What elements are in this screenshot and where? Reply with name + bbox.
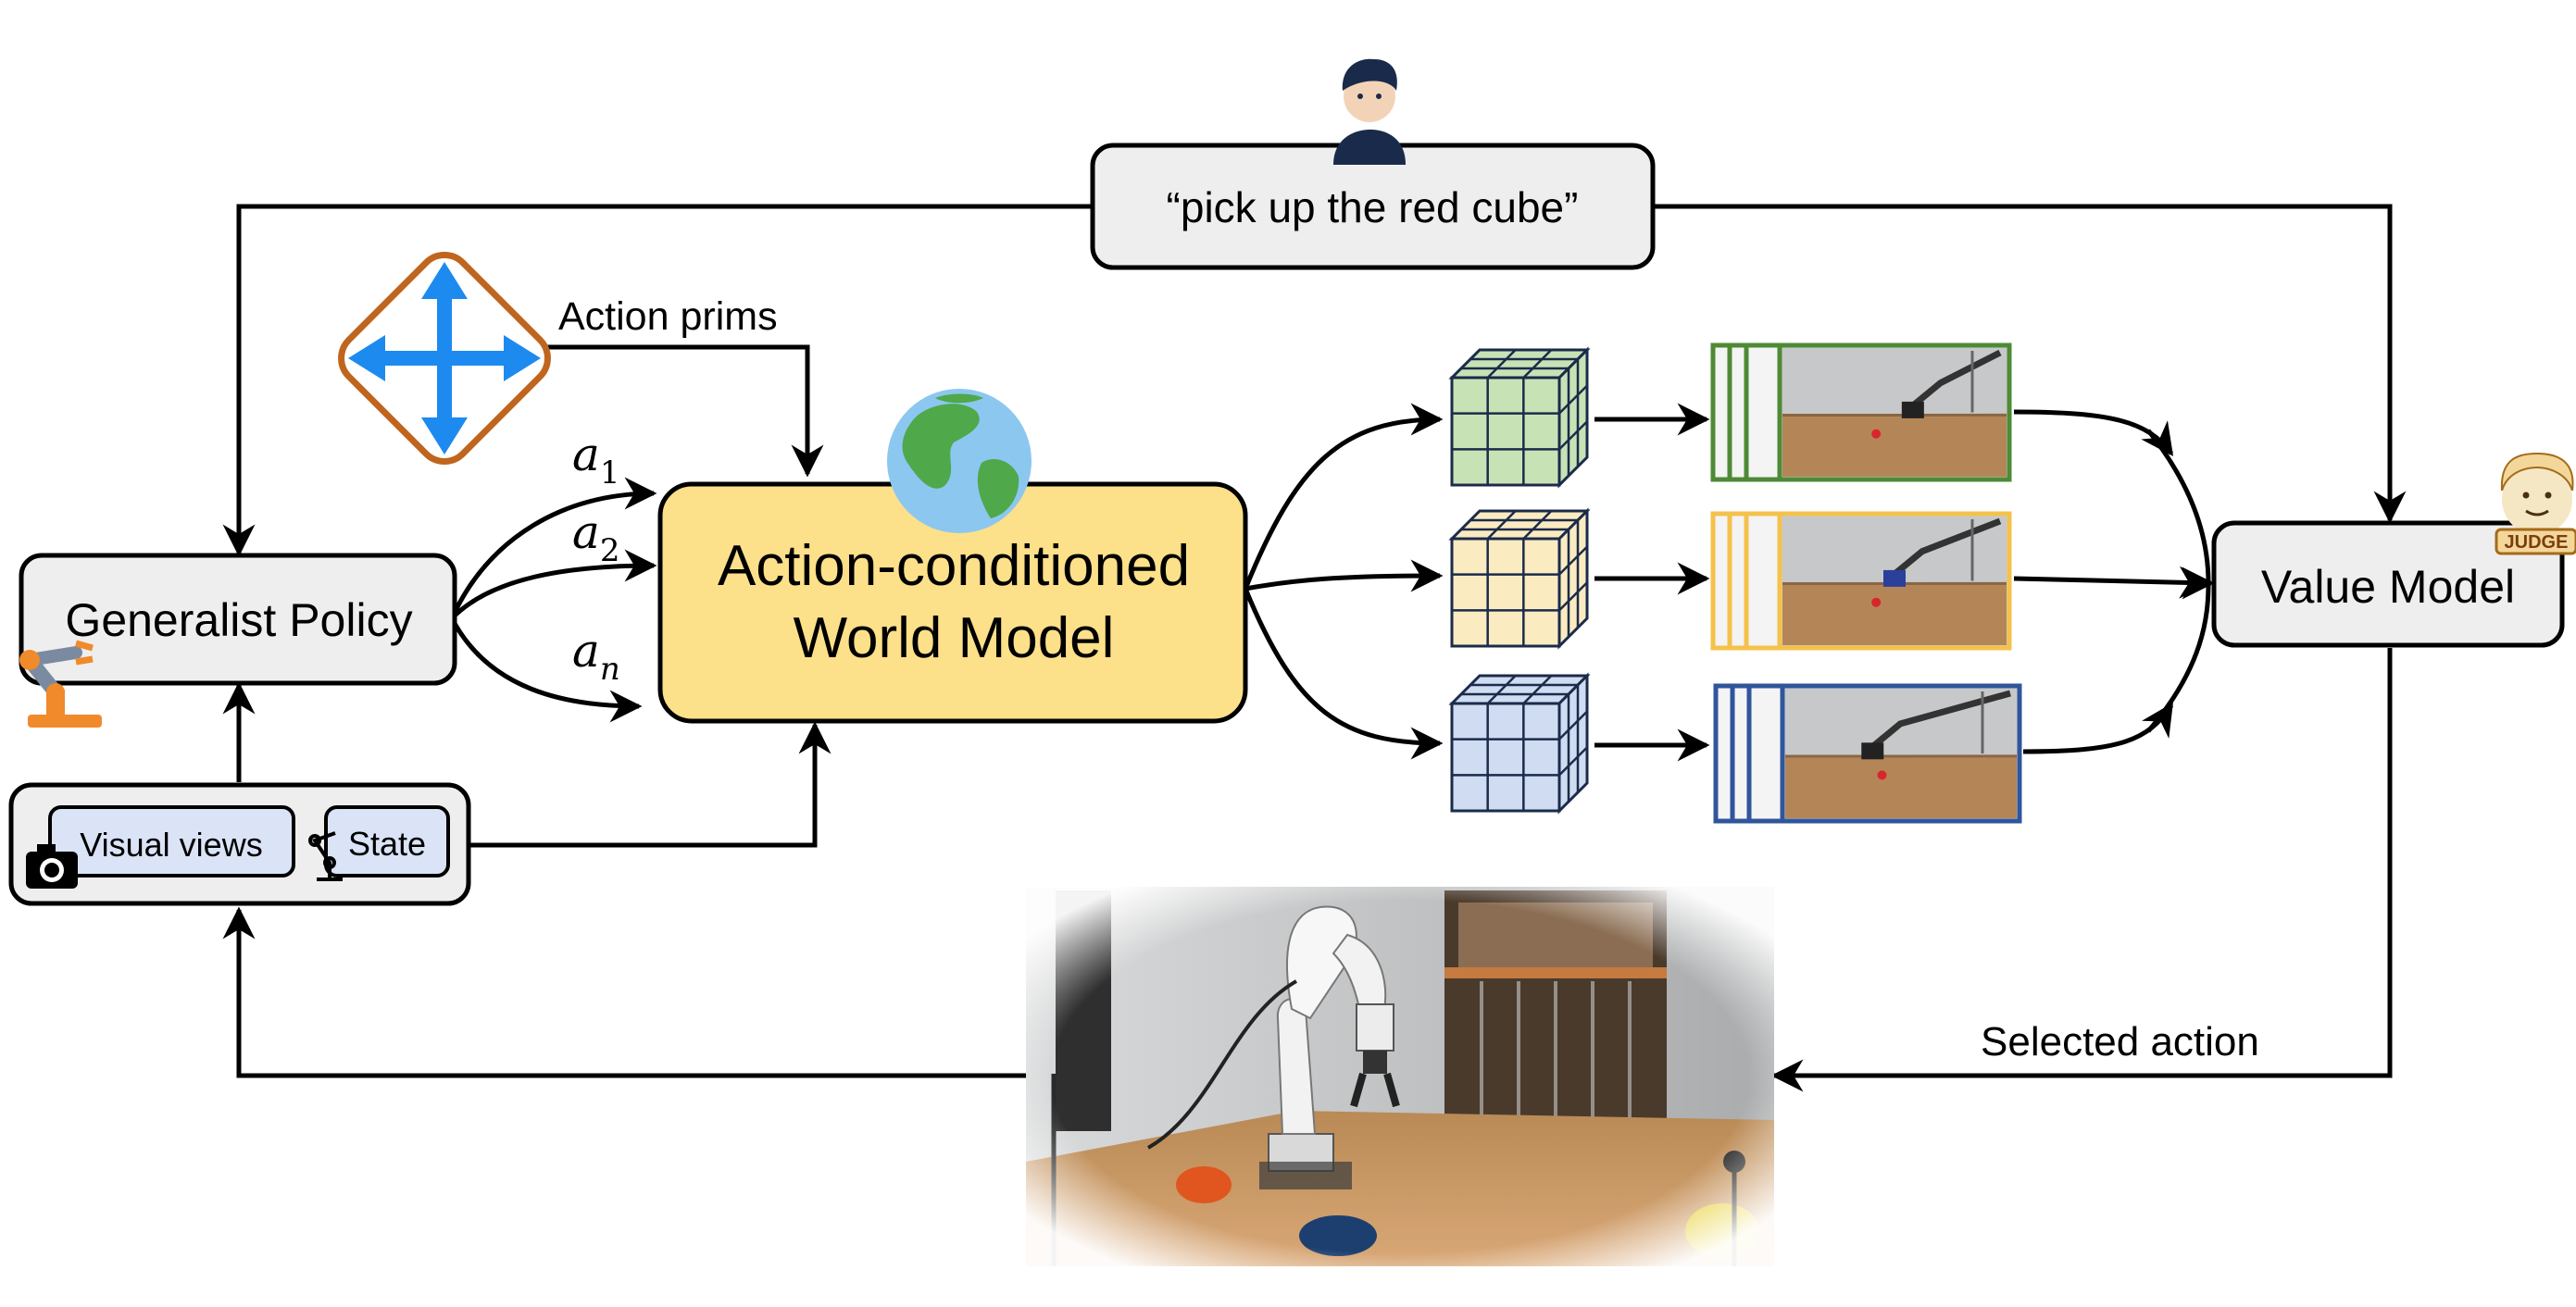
arrow-instruction-to-value bbox=[1653, 204, 2407, 524]
instruction-text: “pick up the red cube” bbox=[1167, 183, 1579, 231]
judge-badge-text: JUDGE bbox=[2505, 532, 2569, 553]
state-label: State bbox=[348, 825, 426, 863]
arrow-instruction-to-policy bbox=[222, 204, 1093, 557]
state-box bbox=[324, 805, 450, 878]
instruction-group: “pick up the red cube” bbox=[1090, 58, 1656, 270]
robot-scene-photo bbox=[1026, 887, 1774, 1266]
value-model-box bbox=[2211, 520, 2565, 648]
rollout-frames-1 bbox=[1710, 342, 2012, 482]
world-model-group: Action-conditioned World Model bbox=[657, 389, 1248, 724]
value-model-group: Value Model JUDGE bbox=[2211, 452, 2576, 648]
policy-group: Generalist Policy bbox=[19, 553, 457, 728]
latent-cube-3 bbox=[1448, 672, 1591, 815]
camera-icon bbox=[26, 844, 78, 889]
globe-icon bbox=[887, 389, 1032, 533]
selected-action-label: Selected action bbox=[1981, 1019, 2259, 1064]
action-a1: a1 bbox=[572, 428, 619, 492]
latent-cube-2 bbox=[1448, 507, 1591, 650]
connectors bbox=[222, 204, 2407, 1092]
arrow-world-to-cube-2 bbox=[1244, 559, 1444, 592]
arrow-world-to-cube-1 bbox=[1243, 403, 1444, 590]
observation-group: Visual views State bbox=[8, 782, 471, 906]
arrow-a1 bbox=[449, 477, 657, 620]
world-model-line2: World Model bbox=[794, 606, 1115, 670]
arrow-an bbox=[449, 616, 643, 723]
arrow-prims-to-world bbox=[537, 344, 824, 478]
arrow-a2 bbox=[450, 549, 657, 620]
small-robot-icon bbox=[308, 831, 343, 881]
arrow-rollout-1-to-value bbox=[2013, 409, 2174, 456]
action-a2: a2 bbox=[572, 505, 619, 569]
arrow-selected-action bbox=[1770, 648, 2393, 1092]
policy-label: Generalist Policy bbox=[65, 594, 412, 646]
action-labels: a1 a2 an bbox=[572, 428, 620, 688]
arrow-robot-to-obs bbox=[222, 906, 1026, 1078]
arrow-world-to-cube-3 bbox=[1243, 588, 1444, 760]
action-an: an bbox=[572, 624, 620, 688]
action-prims-label: Action prims bbox=[558, 294, 778, 339]
visual-views-label: Visual views bbox=[80, 826, 262, 864]
person-icon bbox=[1333, 58, 1406, 165]
action-prims-icon bbox=[338, 252, 551, 465]
visual-views-box bbox=[48, 805, 295, 878]
policy-box bbox=[19, 553, 457, 686]
arrow-obs-to-world bbox=[470, 721, 832, 848]
value-model-label: Value Model bbox=[2261, 561, 2515, 613]
robot-arm-icon bbox=[19, 640, 102, 728]
judge-icon: JUDGE bbox=[2495, 452, 2576, 555]
rollout-frames-2 bbox=[1710, 511, 2012, 651]
rollout-frames-3 bbox=[1713, 683, 2022, 824]
world-model-line1: Action-conditioned bbox=[718, 534, 1190, 598]
arrow-rollout-2-to-value bbox=[2013, 566, 2212, 599]
latent-cube-1 bbox=[1448, 346, 1591, 489]
